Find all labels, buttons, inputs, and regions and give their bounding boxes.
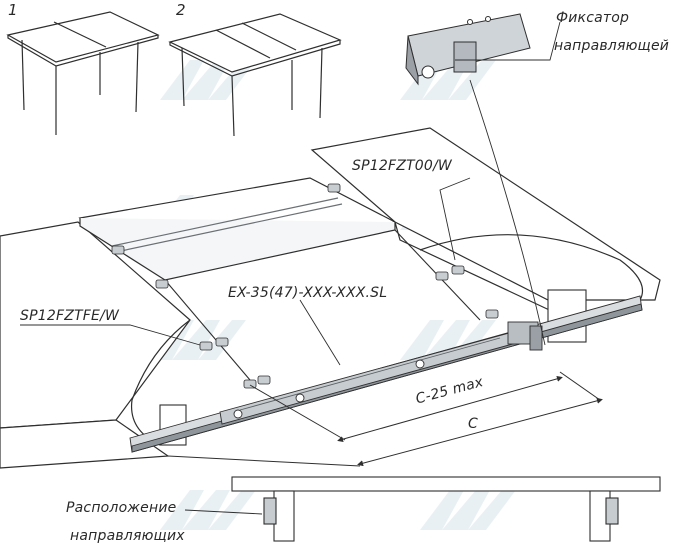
part-left-label: SP12FZTFE/W [20,308,119,324]
location-label-line1: Расположение [66,500,177,516]
telescopic-rail [129,295,643,453]
part-center-label: SP12FZT00/W [352,158,452,174]
section-view [231,476,661,542]
leader-lines [20,21,561,515]
location-label-line2: направляющих [70,528,185,544]
fittings [111,183,499,389]
table-step-1 [6,11,160,135]
dimension-lines [167,371,603,467]
step-label-2: 2 [176,1,186,19]
rail-label: EX-35(47)-XXX-XXX.SL [228,285,388,301]
dimension-outer-label: C [468,416,478,432]
step-label-1: 1 [8,1,18,19]
table-step-2 [168,13,342,137]
table-right-leaf [310,127,661,316]
fixator-label-line2: направляющей [554,38,670,54]
fixator-detail-inset [405,13,531,86]
fixator-label-line1: Фиксатор [556,10,630,26]
